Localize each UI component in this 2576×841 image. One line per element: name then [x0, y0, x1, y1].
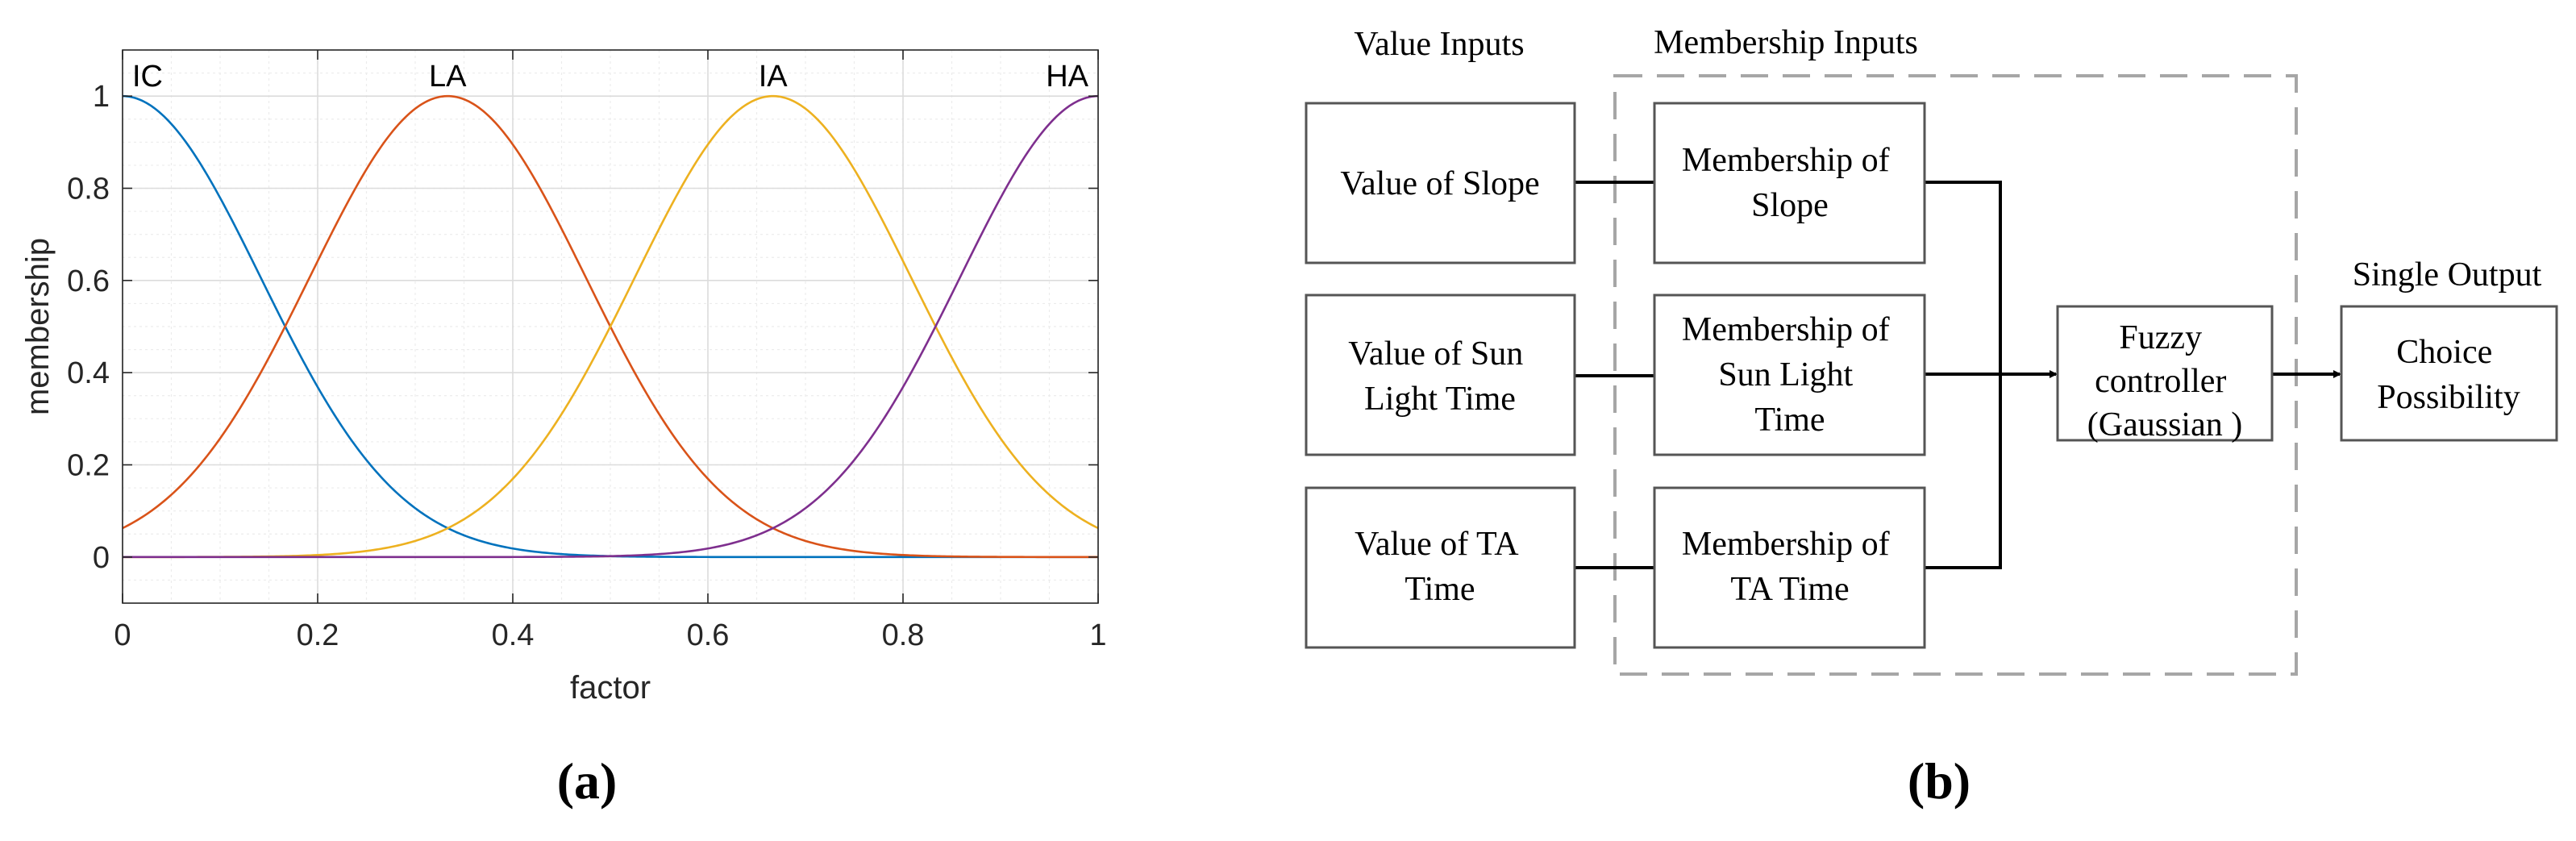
controller-text: controller	[2095, 363, 2226, 400]
svg-text:Fuzzy controller (: Fuzzy controller (Gaussian )	[2087, 319, 2242, 443]
value-box-text: Light Time	[1364, 381, 1516, 418]
series-label-ha: HA	[1046, 60, 1088, 94]
y-tick-label: 0.6	[67, 264, 110, 298]
value-box-text: Value of TA	[1355, 526, 1519, 563]
svg-text:Membership of Slope: Membership of Slope	[1682, 142, 1898, 224]
x-axis-label: factor	[570, 670, 651, 706]
membership-box-slope: Membership of Slope	[1653, 102, 1926, 264]
ticks: 0 0.2 0.4 0.6 0.8 1 0 0.2 0.4 0.6 0.8 1	[67, 50, 1107, 652]
membership-box-text: TA Time	[1730, 571, 1849, 608]
series-labels: IC LA IA HA	[132, 60, 1089, 94]
membership-inputs-header: Membership Inputs	[1654, 24, 1918, 61]
series-label-la: LA	[429, 60, 467, 94]
value-box-text: Time	[1405, 571, 1475, 608]
output-text: Possibility	[2377, 379, 2520, 416]
y-axis-label: membership	[20, 238, 56, 415]
x-tick-label: 0.8	[882, 618, 925, 652]
controller-text: Fuzzy	[2119, 319, 2202, 356]
y-tick-label: 0.8	[67, 173, 110, 206]
single-output-header: Single Output	[2353, 256, 2542, 294]
curves	[122, 94, 1099, 559]
value-box-slope: Value of Slope	[1305, 102, 1576, 264]
y-tick-label: 0.4	[67, 356, 110, 390]
membership-box-text: Membership of	[1682, 526, 1890, 563]
svg-text:Choice Possibility: Choice Possibility	[2377, 334, 2520, 416]
svg-text:Membership of Sun Light: Membership of Sun Light Time	[1682, 311, 1898, 439]
output-text: Choice	[2396, 334, 2492, 371]
svg-text:Value of TA Time: Value of TA Time	[1355, 526, 1525, 608]
panel-b-caption: (b)	[1908, 752, 1970, 810]
controller-text: (Gaussian )	[2087, 406, 2242, 443]
value-box-sunlight: Value of Sun Light Time	[1305, 294, 1576, 456]
series-label-ia: IA	[759, 60, 789, 94]
membership-box-text: Slope	[1751, 187, 1829, 224]
y-tick-label: 1	[93, 80, 110, 114]
membership-box-ta-time: Membership of TA Time	[1653, 486, 1926, 649]
x-tick-label: 0	[114, 618, 131, 652]
x-tick-label: 0.4	[492, 618, 535, 652]
x-tick-label: 1	[1089, 618, 1106, 652]
choice-possibility-box: Choice Possibility	[2340, 305, 2558, 442]
value-box-text: Value of Slope	[1340, 165, 1539, 202]
membership-box-sunlight: Membership of Sun Light Time	[1653, 294, 1926, 456]
value-inputs-header: Value Inputs	[1354, 26, 1524, 63]
x-tick-label: 0.2	[297, 618, 339, 652]
membership-box-text: Time	[1754, 402, 1825, 439]
value-box-text: Value of Sun	[1348, 335, 1523, 373]
membership-box-text: Membership of	[1682, 142, 1890, 179]
value-box-ta-time: Value of TA Time	[1305, 486, 1576, 649]
plot-frame	[122, 49, 1099, 604]
panel-a-caption: (a)	[557, 752, 618, 810]
svg-text:Value of Sun Light Time: Value of Sun Light Time	[1348, 335, 1531, 418]
series-label-ic: IC	[132, 60, 163, 94]
x-tick-label: 0.6	[687, 618, 730, 652]
membership-box-text: Membership of	[1682, 311, 1890, 348]
fuzzy-controller-box: Fuzzy controller (Gaussian )	[2056, 305, 2274, 443]
membership-box-text: Sun Light	[1718, 356, 1853, 393]
svg-text:Membership of TA Time: Membership of TA Time	[1682, 526, 1898, 608]
svg-text:Value of Slope: Value of Slope	[1340, 165, 1539, 202]
y-tick-label: 0.2	[67, 449, 110, 483]
membership-chart: 0 0.2 0.4 0.6 0.8 1 0 0.2 0.4 0.6 0.8 1 IC LA IA HA fa…	[20, 49, 1107, 810]
y-tick-label: 0	[93, 541, 110, 575]
series-line-ha	[123, 94, 1099, 559]
